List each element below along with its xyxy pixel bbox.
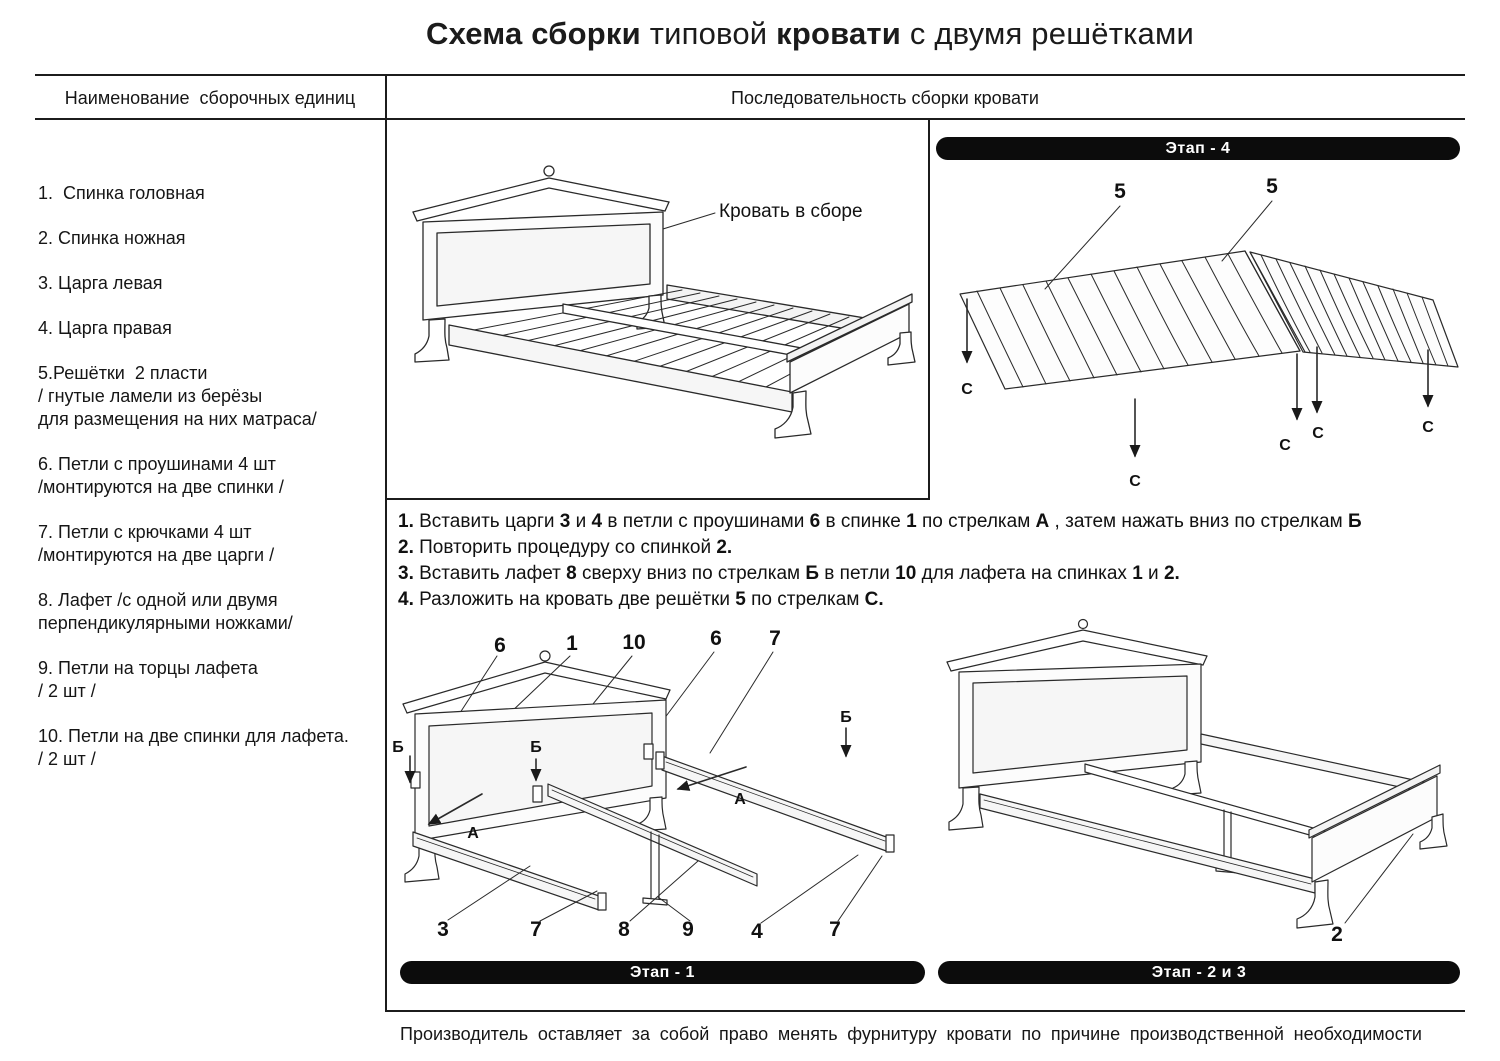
label-arrow-b: Б (840, 709, 852, 726)
label-part-5: 5 (1114, 180, 1126, 203)
near-rail (979, 793, 1316, 894)
label-arrow-c: С (1422, 419, 1434, 436)
parts-list-item: 3. Царга левая (38, 273, 163, 293)
label-arrow-c: С (1312, 425, 1324, 442)
assembled-bed-drawing: Кровать в сборе (412, 165, 916, 439)
slat-frames (959, 200, 1459, 458)
number-leader-lines (447, 854, 883, 924)
label-part-2: 2 (1331, 923, 1343, 946)
title-segment: Схема сборки (425, 16, 641, 51)
stage4-bar: Этап - 4 (936, 137, 1460, 160)
parts-list-item: 5.Решётки 2 пласти / гнутые ламели из бе… (38, 363, 317, 429)
label-part-6: 6 (494, 634, 506, 657)
instruction-line: 2. Повторить процедуру со спинкой 2. (398, 537, 733, 558)
stage4-drawing: 5 5 С С С С С (959, 175, 1459, 490)
lafet-leg (650, 831, 660, 901)
title-segment: с двумя решётками (901, 16, 1195, 51)
label-arrow-c: С (1279, 437, 1291, 454)
label-arrow-c: С (1129, 473, 1141, 490)
stage23-bar-label: Этап - 2 и 3 (1151, 964, 1247, 981)
center-seam (1244, 250, 1306, 353)
label-part-7: 7 (769, 627, 781, 650)
side-rail-4 (661, 755, 890, 853)
label-part-5: 5 (1266, 175, 1278, 198)
assembled-bed-shapes (412, 165, 916, 439)
hinge (643, 743, 654, 760)
parts-list: 1. Спинка головная 2. Спинка ножная 3. Ц… (38, 182, 380, 793)
stage1-bar: Этап - 1 (400, 961, 925, 984)
title-segment: типовой (640, 16, 777, 51)
label-arrow-b: Б (530, 739, 542, 756)
headboard-finial (543, 165, 555, 177)
divider (35, 118, 1465, 120)
headboard-leg (414, 318, 450, 363)
headboard-leg (948, 786, 984, 831)
footboard-leg (1296, 879, 1334, 929)
parts-list-item: 2. Спинка ножная (38, 228, 186, 248)
footboard-leg (1419, 813, 1448, 850)
label-arrow-a: А (467, 825, 479, 842)
label-part-10: 10 (622, 631, 645, 654)
parts-list-item: 4. Царга правая (38, 318, 172, 338)
far-rail (1200, 733, 1433, 795)
label-arrow-a: А (734, 791, 746, 808)
headboard-finial (1077, 618, 1089, 630)
divider (385, 74, 387, 1012)
left-slat-frame (959, 250, 1301, 390)
label-arrow-b: Б (392, 739, 404, 756)
parts-list-item: 1. Спинка головная (38, 183, 205, 203)
manufacturer-note: Производитель оставляет за собой право м… (400, 1024, 1422, 1044)
assembly-column-header: Последовательность сборки кровати (731, 88, 1039, 108)
label-part-8: 8 (618, 918, 630, 941)
instruction-line: 3. Вставить лафет 8 сверху вниз по стрел… (398, 563, 1180, 584)
instruction-line: 4. Разложить на кровать две решётки 5 по… (398, 589, 884, 610)
stage1-bar-label: Этап - 1 (630, 964, 695, 981)
label-part-4: 4 (751, 920, 763, 943)
parts-list-item: 7. Петли с крючками 4 шт /монтируются на… (38, 522, 275, 565)
arrow-a (676, 766, 747, 791)
hook-hinge (885, 834, 895, 853)
footboard-leg (887, 331, 916, 366)
stage1-drawing: 6 1 10 6 7 Б Б Б А А 3 7 8 9 4 7 (392, 627, 895, 943)
divider (385, 1010, 1465, 1012)
label-part-6: 6 (710, 627, 722, 650)
exploded-parts (402, 650, 895, 924)
label-part-7: 7 (829, 918, 841, 941)
parts-list-item: 6. Петли с проушинами 4 шт /монтируются … (38, 454, 284, 497)
hook-hinge (597, 892, 607, 911)
divider (928, 118, 930, 500)
number-leader-line (1344, 833, 1414, 924)
label-arrow-c: С (961, 381, 973, 398)
hinge (410, 771, 421, 789)
label-part-9: 9 (682, 918, 694, 941)
divider (385, 498, 930, 500)
divider (35, 74, 1465, 76)
arrow-a (427, 793, 483, 825)
lafet-beam (547, 783, 758, 887)
assembly-instructions: 1. Вставить царги 3 и 4 в петли с проуши… (398, 509, 1464, 613)
frame-parts (946, 618, 1448, 929)
headboard-finial (539, 650, 551, 662)
number-leader-lines (1044, 200, 1273, 290)
parts-column-header: Наименование сборочных единиц (64, 88, 356, 108)
hinge (532, 785, 543, 803)
stage23-bar: Этап - 2 и 3 (938, 961, 1460, 984)
label-part-7: 7 (530, 918, 542, 941)
parts-list-item: 9. Петли на торцы лафета / 2 шт / (38, 658, 258, 701)
hook-hinge (655, 751, 665, 770)
stage4-bar-label: Этап - 4 (1165, 140, 1231, 157)
footboard-leg (774, 390, 812, 439)
instruction-line: 1. Вставить царги 3 и 4 в петли с проуши… (398, 511, 1362, 532)
parts-list-item: 8. Лафет /с одной или двумя перпендикуля… (38, 590, 293, 633)
parts-list-item: 10. Петли на две спинки для лафета. / 2 … (38, 726, 349, 769)
title-segment: кровати (776, 16, 902, 51)
label-part-1: 1 (566, 632, 578, 655)
label-part-3: 3 (437, 918, 449, 941)
stage23-drawing: 2 (946, 618, 1448, 946)
page-title: Схема сборки типовой кровати с двумя реш… (120, 16, 1500, 52)
footboard-panel (1311, 775, 1438, 883)
side-rail-3 (412, 831, 600, 911)
assembled-bed-caption: Кровать в сборе (719, 201, 863, 222)
